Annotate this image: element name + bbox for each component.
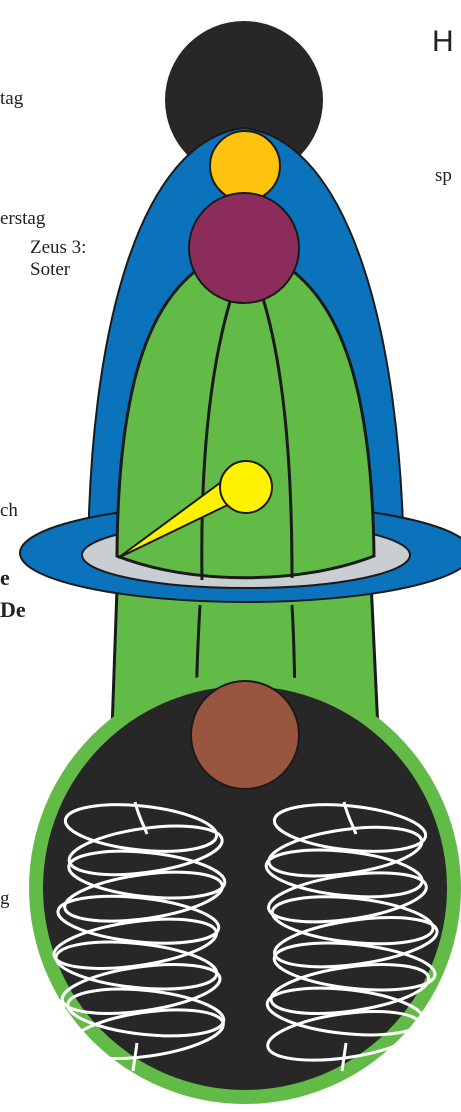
label-bold-e: e <box>0 565 10 591</box>
yellow-hand-knob <box>220 461 272 513</box>
yellow-top-circle <box>210 131 280 201</box>
purple-circle <box>189 193 299 303</box>
brown-circle <box>191 681 299 789</box>
label-tag: tag <box>0 88 23 110</box>
label-zeus-line1: Zeus 3: <box>30 237 86 259</box>
label-h: H <box>432 26 454 58</box>
label-sp: sp <box>435 165 452 187</box>
label-zeus-line2: Soter <box>30 259 70 281</box>
label-ch: ch <box>0 500 18 522</box>
label-erstag: erstag <box>0 208 45 230</box>
label-bold-de: De <box>0 597 26 623</box>
label-g: g <box>0 888 10 910</box>
